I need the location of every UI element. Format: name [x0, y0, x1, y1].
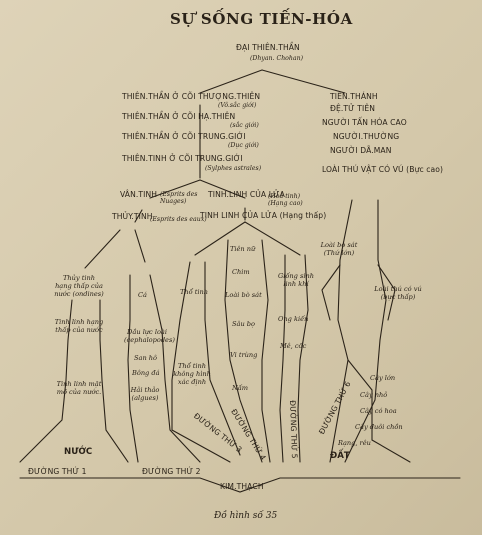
col4-item-3: Loài bò sát [225, 291, 262, 299]
right-stack-2: ĐỆ.TỬ TIÊN [330, 104, 376, 113]
top-node-note: (Dhyan. Chohan) [250, 55, 303, 62]
top-node-label: ĐẠI THIÊN.THẦN [236, 43, 300, 52]
van-tinh-label: VÂN.TINH [120, 190, 158, 199]
thuy-tinh-note: (Esprits des eaux) [150, 216, 207, 223]
col3-item-1: Thổ tinh [180, 288, 209, 296]
col3-item-2: Thổ tinh không hình xác định [173, 362, 211, 386]
col5-item-3: Mê, cốc [280, 342, 307, 350]
right-stack-3: NGƯỜI TẤN HÓA CAO [322, 118, 407, 127]
tinh-linh-lua-low: TINH LINH CỦA LỬA (Hạng thấp) [200, 211, 327, 220]
line-thuytinh-col2 [134, 229, 146, 263]
left-stack-note-1: (Vô.sắc giới) [218, 102, 257, 109]
left-stack-label-3: THIÊN.THẦN Ở CÕI TRUNG.GIỚI [122, 132, 246, 141]
col1-line-right [99, 299, 129, 463]
col2-item-3: San hô [134, 354, 158, 362]
col2-line-right [149, 274, 201, 463]
right-trunk-left [329, 199, 353, 463]
left-stack-label-2: THIÊN.THẦN Ở CÕI HẠ.THIÊN [122, 112, 236, 121]
col2-path-label: ĐƯỜNG THỨ 2 [142, 467, 201, 476]
thuy-tinh-label: THỦY.TINH [112, 212, 153, 221]
page-title: SỰ SỐNG TIẾN-HÓA [170, 10, 353, 28]
left-stack-label-4: THIÊN.TINH Ở CÕI TRUNG.GIỚI [122, 154, 243, 163]
col4-line-right [261, 239, 271, 463]
col5-line-left [279, 254, 286, 463]
col6-left-item-1: Loài bò sát (Thứ lớn) [320, 241, 358, 257]
col6-plant-4: Cây đuôi chồn [355, 423, 403, 431]
col3-line-left [171, 261, 231, 463]
right-animal-high: LOÀI THÚ VẬT CÓ VÚ (Bực cao) [322, 165, 444, 174]
col2-item-1: Cá [138, 291, 147, 299]
col4-item-5: Vi trùng [230, 351, 258, 359]
left-stack-label-1: THIÊN.THẦN Ở CÕI THƯỢNG.THIÊN [122, 92, 261, 101]
line-top-left [199, 69, 263, 94]
col6-plant-3: Cây có hoa [360, 407, 397, 415]
col5-item-1: Giống sinh linh khí [278, 272, 314, 288]
col1-item-1: Thủy tinh hạng thấp của nước (ondines) [54, 274, 104, 298]
col4-item-1: Tiên nữ [230, 245, 256, 253]
line-split-left [149, 179, 201, 199]
right-stack-4: NGƯỜI.THƯỜNG [333, 132, 400, 141]
figure-caption: Đồ hình số 35 [214, 511, 278, 521]
col3-line-right [204, 261, 241, 456]
col1-item-3: Tinh linh mặt mõ của nước. [56, 380, 102, 396]
right-stack-5: NGƯỜI DÃ.MAN [330, 146, 392, 155]
col4-item-6: Nấm [232, 384, 249, 392]
col6-plant-5: Rạng, rêu [338, 439, 371, 447]
tinh-linh-lua-high-label: TINH.LINH CỦA LỬA [208, 190, 285, 199]
right-trunk-branch2 [377, 264, 396, 321]
col2-item-4: Bông đá [132, 369, 160, 377]
line-split-right [199, 179, 246, 199]
left-stack-note-2: (sắc giới) [230, 122, 259, 129]
col5-path-label: ĐƯỜNG THỨ 5 [288, 399, 300, 459]
line-vantinh-thuytinh [134, 209, 143, 223]
col5-item-2: Ong kiến [278, 315, 309, 323]
col2-item-2: Dầu lực loài (cephalopodes) [124, 328, 175, 344]
bottom-label: KIM.THẠCH [220, 482, 264, 491]
col6-right-item-1: Loài thú có vú (bực thấp) [374, 285, 422, 301]
right-trunk-right [344, 199, 387, 463]
col4-item-2: Chim [232, 268, 250, 276]
line-thuytinh-col1 [84, 229, 121, 269]
col6-plant-1: Cây lớn [370, 374, 396, 382]
pyr-right [244, 221, 301, 256]
left-stack-note-3: (Dục giới) [228, 142, 259, 149]
col1-base-label: NƯỚC [64, 447, 93, 457]
col2-item-5: Hải thảo (algues) [130, 386, 160, 402]
left-stack-note-4: (Sylphes astrales) [205, 165, 262, 172]
right-trunk-branch [321, 264, 341, 321]
col1-path-label: ĐƯỜNG THỨ 1 [28, 467, 87, 476]
right-stack-1: TIÊN.THÁNH [330, 92, 378, 101]
pyr-left [194, 221, 246, 256]
col4-line-left [224, 239, 263, 463]
bottom-brace [19, 477, 461, 493]
tinh-linh-lua-high-note: (Hoả tinh) (Hạng cao) [268, 193, 303, 207]
col5-line-right [297, 254, 309, 463]
col6-base-label: ĐẤT [330, 451, 350, 461]
line-top-right [261, 69, 346, 94]
col1-item-2: Tinh linh hạng thấp của nước [54, 318, 104, 334]
col1-line-left [19, 299, 73, 463]
col6-plant-2: Cây nhỏ [360, 391, 388, 399]
col2-line-left [127, 274, 139, 463]
col4-item-4: Sâu bọ [232, 320, 255, 328]
col6-curve [347, 359, 411, 463]
van-tinh-note: (Esprits des Nuages) [160, 191, 198, 205]
